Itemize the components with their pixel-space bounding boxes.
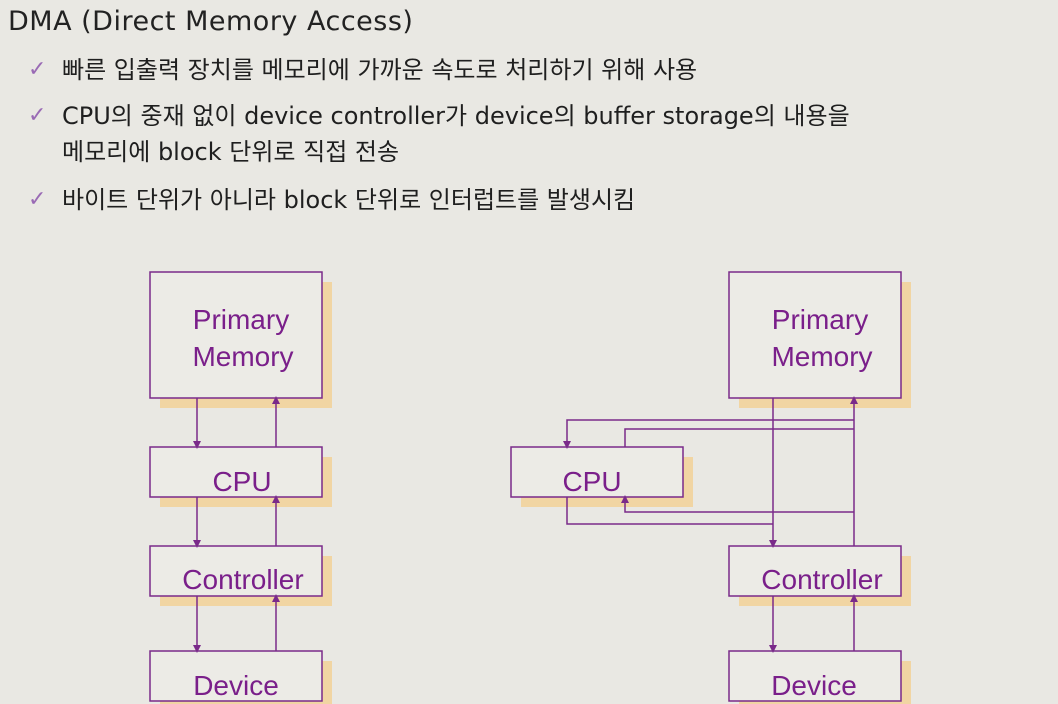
bullet-2-text-line1: CPU의 중재 없이 device controller가 device의 bu… [62, 102, 850, 130]
checkmark-icon: ✓ [28, 187, 47, 212]
left-memory-label-2: Memory [192, 341, 293, 372]
right-diagram: Primary Memory CPU Controller Device [510, 271, 911, 704]
right-memory-label-1: Primary [772, 304, 868, 335]
bullet-2-text-line2: 메모리에 block 단위로 직접 전송 [62, 138, 400, 166]
right-cpu-box [510, 446, 684, 498]
right-device-box [728, 650, 902, 702]
right-arrow-memory-to-cpu [563, 419, 854, 449]
slide-title: DMA (Direct Memory Access) [8, 6, 414, 37]
right-memory-label-2: Memory [771, 341, 872, 372]
left-device-label: Device [193, 670, 279, 701]
left-cpu-label: CPU [212, 466, 271, 497]
right-line-cpu-to-memory [624, 428, 854, 447]
left-memory-label-1: Primary [193, 304, 289, 335]
right-cpu-label: CPU [562, 466, 621, 497]
right-arrow-controller-to-cpu [621, 495, 854, 513]
left-controller-box [149, 545, 323, 597]
left-device-box [149, 650, 323, 702]
checkmark-icon: ✓ [28, 57, 47, 82]
checkmark-icon: ✓ [28, 103, 47, 128]
right-controller-label: Controller [761, 564, 882, 595]
left-controller-label: Controller [182, 564, 303, 595]
bullet-1-text: 빠른 입출력 장치를 메모리에 가까운 속도로 처리하기 위해 사용 [62, 56, 698, 84]
right-device-label: Device [771, 670, 857, 701]
left-primary-memory-box [149, 271, 323, 399]
left-cpu-box [149, 446, 323, 498]
right-primary-memory-box [728, 271, 902, 399]
left-diagram: Primary Memory CPU Controller Device [149, 271, 332, 704]
right-controller-box [728, 545, 902, 597]
right-line-cpu-to-controller [566, 497, 773, 525]
bullet-3-text: 바이트 단위가 아니라 block 단위로 인터럽트를 발생시킴 [62, 186, 636, 214]
